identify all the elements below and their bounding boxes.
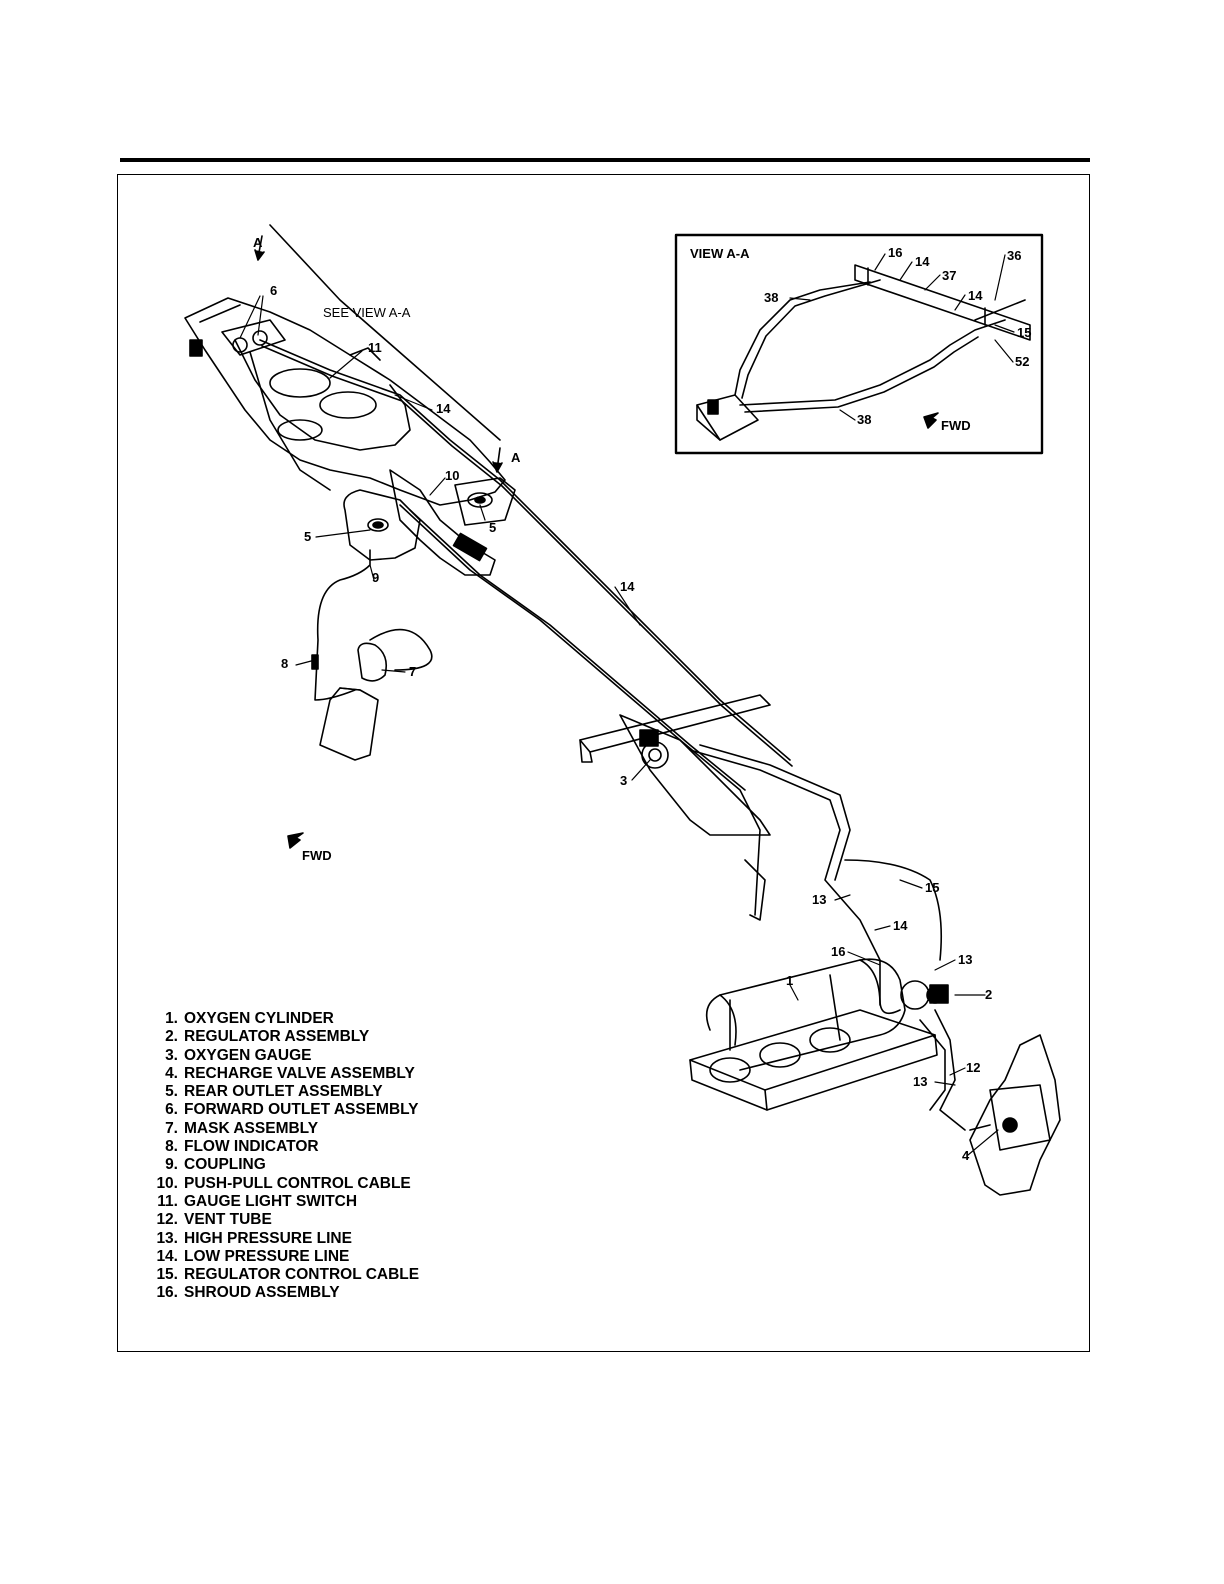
callout-13-lower: 13 bbox=[913, 1074, 927, 1089]
callout-labels: A A SEE VIEW A-A 6 11 14 10 5 5 9 14 8 7… bbox=[253, 235, 1031, 1163]
legend-item: 6.FORWARD OUTLET ASSEMBLY bbox=[165, 1101, 419, 1119]
callout-5-right: 5 bbox=[489, 520, 496, 535]
see-view-label: SEE VIEW A-A bbox=[323, 305, 411, 320]
tubing-runs bbox=[249, 339, 966, 1131]
inset-fwd-arrow-icon bbox=[923, 412, 939, 429]
callout-2: 2 bbox=[985, 987, 992, 1002]
legend-item: 7.MASK ASSEMBLY bbox=[165, 1119, 319, 1137]
legend-item: 4.RECHARGE VALVE ASSEMBLY bbox=[165, 1064, 415, 1082]
callout-14-middle: 14 bbox=[620, 579, 635, 594]
inset-callout-36: 36 bbox=[1007, 248, 1021, 263]
callout-1: 1 bbox=[786, 973, 793, 988]
inset-callout-14-lower: 14 bbox=[968, 288, 983, 303]
legend-item: 8.FLOW INDICATOR bbox=[165, 1138, 319, 1156]
parts-legend: 1.OXYGEN CYLINDER 2.REGULATOR ASSEMBLY 3… bbox=[150, 1010, 419, 1303]
section-cut-line bbox=[254, 224, 503, 473]
legend-item: 9.COUPLING bbox=[165, 1156, 266, 1174]
legend-item: 14.LOW PRESSURE LINE bbox=[156, 1247, 350, 1265]
section-marker-a-bottom: A bbox=[511, 450, 521, 465]
callout-4: 4 bbox=[962, 1148, 970, 1163]
gauge-bracket bbox=[579, 694, 771, 836]
callout-8: 8 bbox=[281, 656, 288, 671]
callout-15: 15 bbox=[925, 880, 939, 895]
inset-callout-15: 15 bbox=[1017, 325, 1031, 340]
cabin-ceiling-structure bbox=[184, 297, 516, 576]
inset-callout-38-lower: 38 bbox=[857, 412, 871, 427]
legend-item: 15.REGULATOR CONTROL CABLE bbox=[156, 1266, 420, 1284]
section-marker-a-top: A bbox=[253, 235, 263, 250]
callout-12: 12 bbox=[966, 1060, 980, 1075]
inset-title: VIEW A-A bbox=[690, 246, 750, 261]
legend-item: 1.OXYGEN CYLINDER bbox=[165, 1010, 334, 1027]
legend-item: 16.SHROUD ASSEMBLY bbox=[156, 1284, 340, 1302]
top-rule bbox=[120, 158, 1090, 162]
callout-13-upper: 13 bbox=[812, 892, 826, 907]
callout-16: 16 bbox=[831, 944, 845, 959]
callout-14-upper: 14 bbox=[436, 401, 451, 416]
legend-item: 10.PUSH-PULL CONTROL CABLE bbox=[156, 1174, 411, 1192]
inset-view-a-a bbox=[674, 233, 1044, 455]
oxygen-cylinder-assembly bbox=[689, 958, 949, 1111]
legend-item: 5.REAR OUTLET ASSEMBLY bbox=[165, 1083, 383, 1101]
callout-13-right: 13 bbox=[958, 952, 972, 967]
legend-item: 13.HIGH PRESSURE LINE bbox=[156, 1229, 352, 1247]
callout-14-lower: 14 bbox=[893, 918, 908, 933]
inset-callout-14-upper: 14 bbox=[915, 254, 930, 269]
inset-callout-38-upper: 38 bbox=[764, 290, 778, 305]
fwd-arrow-icon bbox=[287, 832, 304, 849]
figure-frame bbox=[117, 174, 1090, 1352]
callout-6: 6 bbox=[270, 283, 277, 298]
legend-item: 3.OXYGEN GAUGE bbox=[165, 1046, 312, 1064]
legend-item: 11.GAUGE LIGHT SWITCH bbox=[157, 1192, 358, 1210]
callout-3: 3 bbox=[620, 773, 627, 788]
callout-10: 10 bbox=[445, 468, 459, 483]
callout-11: 11 bbox=[368, 340, 382, 355]
legend-item: 12.VENT TUBE bbox=[156, 1211, 272, 1229]
callout-5-left: 5 bbox=[304, 529, 311, 544]
recharge-valve-panel bbox=[969, 1034, 1061, 1196]
inset-callout-37: 37 bbox=[942, 268, 956, 283]
leader-lines bbox=[239, 253, 1015, 1156]
mask-assembly bbox=[311, 628, 433, 761]
callout-9: 9 bbox=[372, 570, 379, 585]
callout-7: 7 bbox=[409, 664, 416, 679]
inset-fwd-label: FWD bbox=[941, 418, 971, 433]
inset-callout-16: 16 bbox=[888, 245, 902, 260]
fwd-label: FWD bbox=[302, 848, 332, 863]
inset-callout-52: 52 bbox=[1015, 354, 1029, 369]
legend-item: 2.REGULATOR ASSEMBLY bbox=[165, 1028, 370, 1046]
